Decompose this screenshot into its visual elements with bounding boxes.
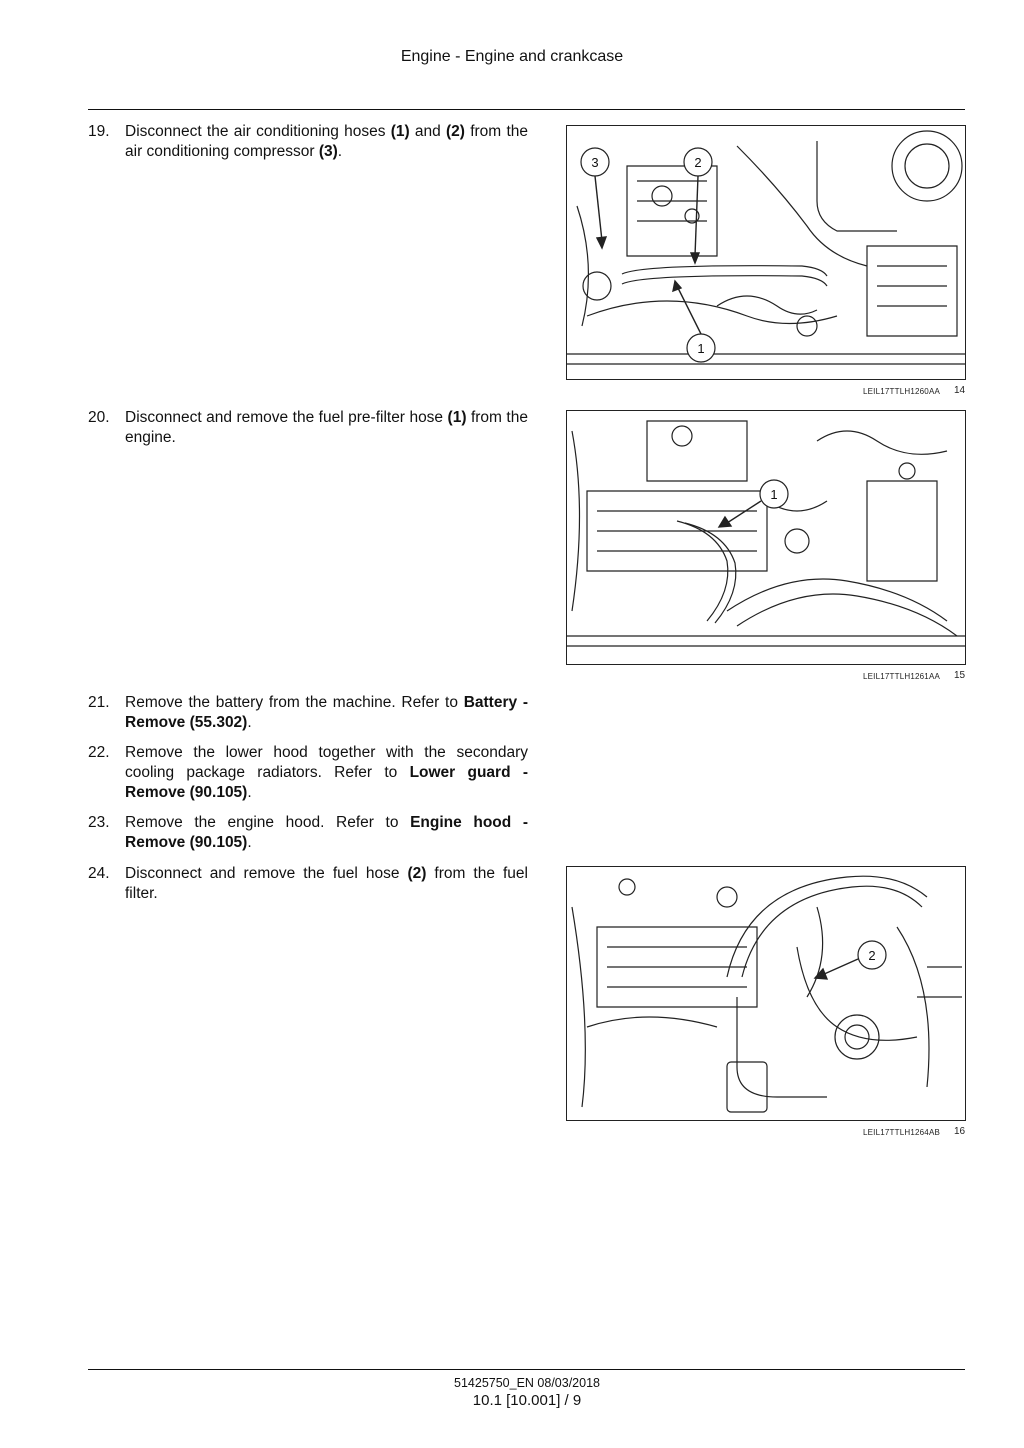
step-number: 21. [88, 694, 110, 711]
figure-code: LEIL17TTLH1260AA [863, 387, 941, 396]
engine-line-drawing: 3 2 1 [567, 130, 965, 365]
page-header-title: Engine - Engine and crankcase [400, 48, 624, 65]
figure-16-engine-illustration: 2 [566, 866, 966, 1121]
figure-code: LEIL17TTLH1261AA [863, 672, 941, 681]
step-text: Disconnect and remove the fuel hose (2) … [125, 865, 528, 902]
cross-reference: Lower guard - Remove (90.105) [125, 764, 528, 801]
step-number: 22. [88, 744, 110, 761]
cross-reference: Battery - Remove (55.302) [125, 694, 528, 731]
step-text: Disconnect and remove the fuel pre-filte… [125, 409, 528, 446]
step-number: 20. [88, 409, 110, 426]
footer-document-id: 51425750_EN 08/03/2018 [454, 1376, 600, 1390]
cross-reference: Engine hood - Remove (90.105) [125, 814, 528, 851]
callout-markers [857, 940, 887, 970]
callout-label: 3 [591, 155, 598, 170]
step-text: Remove the lower hood together with the … [125, 744, 528, 801]
step-text: Disconnect the air conditioning hoses (1… [125, 123, 528, 160]
engine-line-drawing: 1 [567, 420, 965, 647]
callout-label: 1 [770, 487, 777, 502]
step-text: Remove the battery from the machine. Ref… [125, 694, 528, 731]
step-number: 24. [88, 865, 110, 882]
header-rule [88, 109, 965, 110]
figure-number: 15 [954, 670, 966, 681]
step-text: Remove the engine hood. Refer to Engine … [125, 814, 528, 851]
step-19: 19. Disconnect the air conditioning hose… [88, 122, 528, 162]
figure-code: LEIL17TTLH1264AB [863, 1128, 941, 1137]
step-20: 20. Disconnect and remove the fuel pre-f… [88, 408, 528, 448]
footer-page-number: 10.1 [10.001] / 9 [472, 1392, 582, 1409]
step-22: 22. Remove the lower hood together with … [88, 743, 528, 803]
step-number: 23. [88, 814, 110, 831]
callout-1 [759, 479, 789, 509]
figure-number: 16 [954, 1126, 966, 1137]
step-number: 19. [88, 123, 110, 140]
step-23: 23. Remove the engine hood. Refer to Eng… [88, 813, 528, 853]
callout-label: 1 [697, 341, 704, 356]
footer-rule [88, 1369, 965, 1370]
engine-line-drawing: 2 [571, 875, 962, 1113]
figure-number: 14 [954, 385, 966, 396]
figure-15-engine-illustration: 1 [566, 410, 966, 665]
callout-2 [857, 940, 887, 970]
step-24: 24. Disconnect and remove the fuel hose … [88, 864, 528, 904]
step-21: 21. Remove the battery from the machine.… [88, 693, 528, 733]
figure-14-engine-illustration: 3 2 1 [566, 125, 966, 380]
callout-label: 2 [694, 155, 701, 170]
callout-markers [759, 479, 789, 509]
callout-label: 2 [868, 948, 875, 963]
callout-markers [580, 147, 716, 363]
